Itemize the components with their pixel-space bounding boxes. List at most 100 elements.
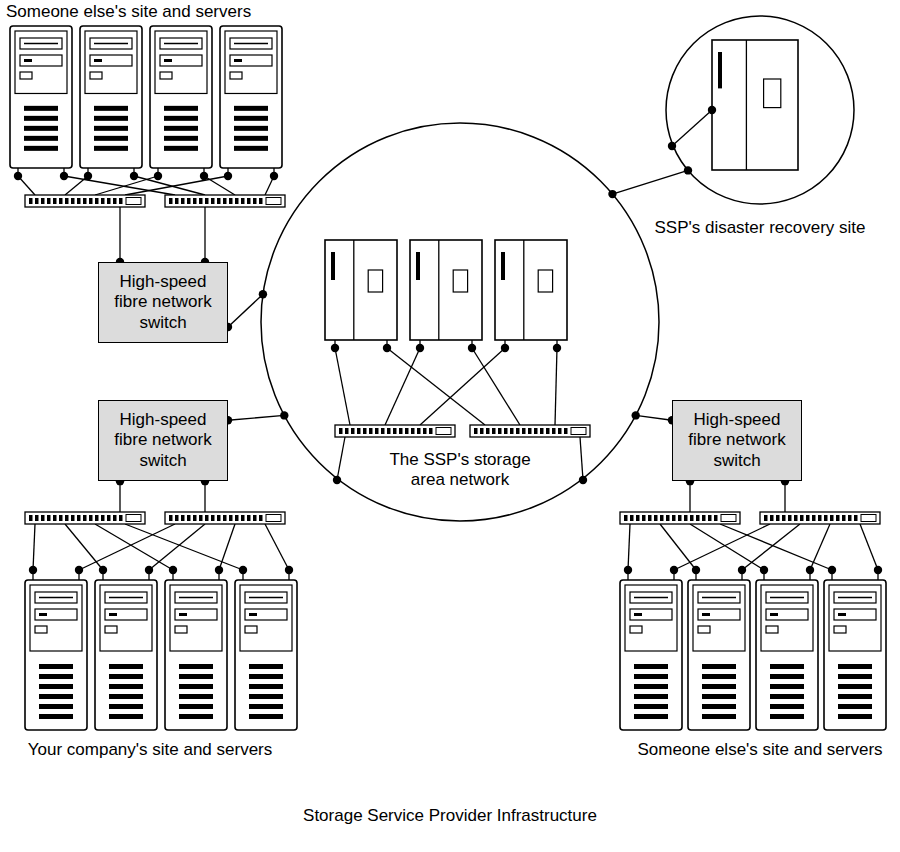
port [217,515,221,521]
vent [24,146,58,151]
server-tower [25,580,87,730]
drive-bay [20,55,62,66]
vent [164,136,198,141]
drive-bay [630,609,672,620]
storage-cabinet [495,240,567,340]
port [848,515,852,521]
hub-panel [266,515,281,522]
wire [179,597,213,598]
joint-dot [468,344,476,352]
drive-bay [698,609,740,620]
port [113,515,117,521]
wire [134,176,205,195]
port [351,428,355,434]
drive-bay [630,592,672,603]
wire [119,481,120,512]
hub-strip [335,425,455,437]
port [546,428,550,434]
wire [838,597,872,598]
wire [24,43,58,44]
hub-case [165,195,285,207]
power-button [766,626,778,633]
port [375,428,379,434]
joint-dot [553,344,561,352]
vent [249,674,283,679]
server-bezel [155,31,207,93]
port [474,428,478,434]
wire [634,597,668,598]
wire [39,597,73,598]
wire [555,348,557,425]
vent [249,714,283,719]
hub-case [25,195,145,207]
server-tower [220,26,282,168]
drive-bay [245,592,287,603]
port [764,515,768,521]
drive-slot [702,613,710,616]
port [528,428,532,434]
port [223,198,227,204]
wire [702,597,736,598]
power-button [35,626,47,633]
server-bezel [240,585,292,651]
server-bezel [100,585,152,651]
drive-bay [160,38,202,49]
cabinet-panel [764,79,781,108]
hub-strip [25,195,145,207]
power-button [630,626,642,633]
site-circle: The SSP's storage area network [260,122,660,522]
drive-slot [249,613,257,616]
wire [234,43,268,44]
port [29,515,33,521]
vent [770,704,804,709]
port [684,515,688,521]
drive-bay [766,592,808,603]
port [504,428,508,434]
port [259,515,263,521]
server-bezel [829,585,881,651]
drive-bay [230,55,272,66]
wire [353,240,354,340]
port [836,515,840,521]
node-label: High-speed fibre network switch [105,410,221,471]
port [690,515,694,521]
port [800,515,804,521]
vent [234,126,268,131]
port [175,198,179,204]
vent [94,136,128,141]
server-tower [824,580,886,730]
joint-dot [383,344,391,352]
wire [149,524,205,570]
port [486,428,490,434]
port [369,428,373,434]
fibre-link [228,415,284,420]
hub-case [335,425,455,437]
server-case [80,26,142,168]
power-button [105,626,117,633]
drive-bay [35,609,77,620]
storage-cabinet [410,240,482,340]
joint-dot [224,172,232,180]
wire [164,43,198,44]
wire [65,176,88,195]
circle-outline [665,15,855,205]
port [107,198,111,204]
port [387,428,391,434]
port [217,198,221,204]
server-tower [165,580,227,730]
port [636,515,640,521]
drive-bay [245,609,287,620]
vent [109,694,143,699]
port [624,515,628,521]
vent [164,126,198,131]
port [357,428,361,434]
vent [109,714,143,719]
vent [838,664,872,669]
joint-dot [624,566,632,574]
wire [385,348,420,425]
drive-bay [834,609,876,620]
port [35,198,39,204]
vent [179,664,213,669]
drive-bay [175,592,217,603]
